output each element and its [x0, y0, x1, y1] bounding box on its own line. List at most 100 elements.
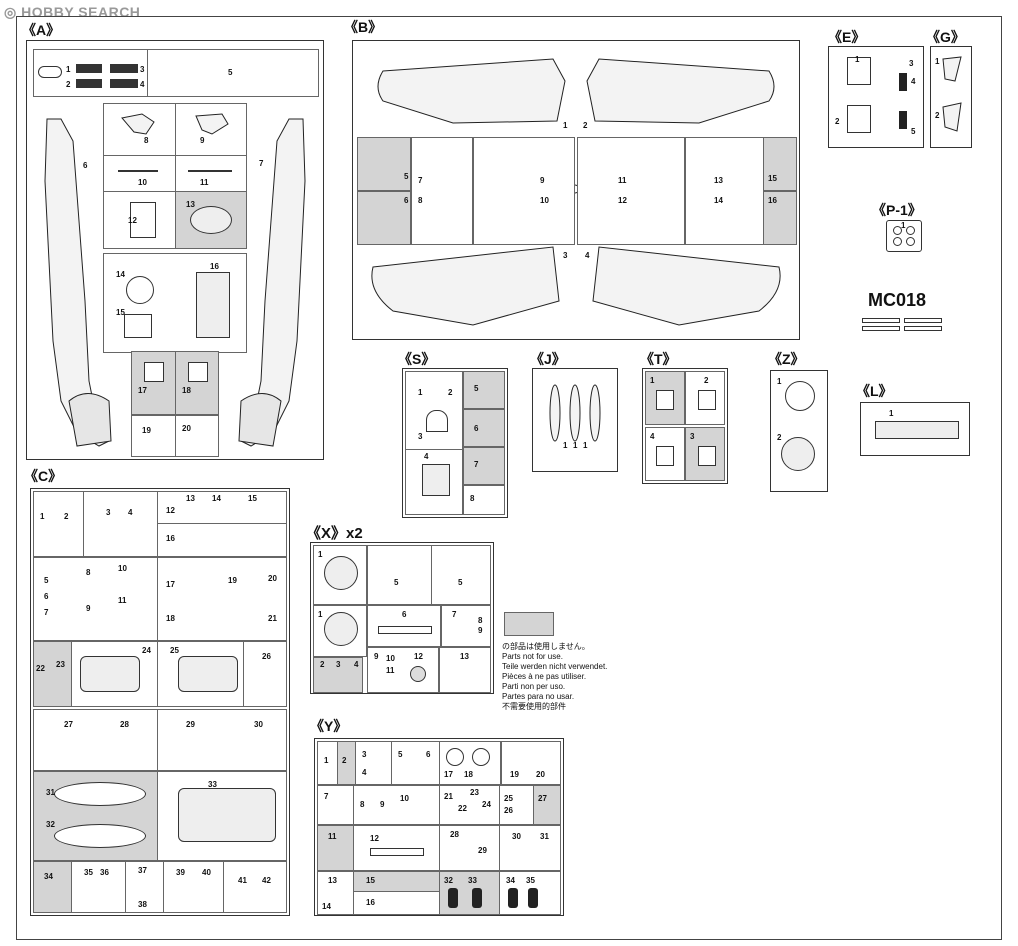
part-number: 7	[259, 159, 264, 168]
part-number: 7	[474, 460, 479, 469]
part-number: 5	[398, 750, 403, 759]
legend-line-zh: 不需要使用的部件	[502, 702, 566, 711]
part-number: 4	[362, 768, 367, 777]
part-number: 20	[268, 574, 277, 583]
part-number: 39	[176, 868, 185, 877]
sprue-c-cell-29-30: 29 30	[157, 709, 287, 771]
part-number: 28	[450, 830, 459, 839]
part-number: 18	[464, 770, 473, 779]
part-number: 7	[418, 176, 423, 185]
sprue-b: 1 2 3 4 5 6 7 8 9 10 11 12 13 14 15 16	[352, 40, 800, 340]
part-number: 1	[650, 376, 655, 385]
sprue-y-cell-5-6: 5 6	[391, 741, 441, 785]
part-number: 21	[444, 792, 453, 801]
part-number: 5	[458, 578, 463, 587]
sprue-b-label: 《B》	[344, 19, 383, 35]
sprue-y-label: 《Y》	[310, 718, 348, 734]
part-number: 37	[138, 866, 147, 875]
part-number: 5	[228, 68, 233, 77]
sprue-y-cell-16: 16	[353, 891, 441, 915]
part-number: 20	[182, 424, 191, 433]
sprue-b-cell-13-14: 13 14	[685, 137, 765, 245]
part-number: 3	[690, 432, 695, 441]
part-number: 16	[366, 898, 375, 907]
part-number: 8	[144, 136, 149, 145]
part-number: 3	[140, 65, 145, 74]
part-number: 35	[526, 876, 535, 885]
sprue-a-cell-18: 18	[175, 351, 219, 415]
part-number: 10	[118, 564, 127, 573]
part-number: 13	[186, 494, 195, 503]
sprue-y-cell-30-31: 30 31	[499, 825, 561, 871]
part-number: 11	[200, 178, 209, 187]
part-number: 3	[563, 251, 568, 260]
part-number: 36	[100, 868, 109, 877]
legend-swatch	[504, 612, 554, 636]
sprue-c-cell-12-15: 12 13 14 15	[157, 491, 287, 525]
sprue-e-label: 《E》	[828, 29, 866, 45]
sprue-y-cell-7: 7	[317, 785, 355, 825]
part-number: 19	[510, 770, 519, 779]
sprue-c-cell-17-21: 17 18 19 20 21	[157, 557, 287, 641]
part-number: 2	[704, 376, 709, 385]
sprue-a-cell-10: 10	[103, 155, 177, 193]
sprue-e: 1 2 3 4 5	[828, 46, 924, 148]
part-number: 1	[563, 121, 568, 130]
sprue-s-cell-4: 4	[405, 449, 463, 515]
mc-code: MC018	[868, 290, 927, 310]
sprue-a-cell-1-2: 1 2 3 4	[33, 49, 149, 97]
sprue-l: 1	[860, 402, 970, 456]
part-number: 2	[64, 512, 69, 521]
part-number: 1	[901, 221, 906, 230]
sprue-y-cell-32-33: 32 33	[439, 871, 501, 915]
sprue-a-cell-11: 11	[175, 155, 247, 193]
sprue-y-cell-15: 15	[353, 871, 441, 893]
part-number: 2	[935, 111, 940, 120]
sprue-a-cell-9: 9	[175, 103, 247, 157]
part-number: 1	[583, 441, 588, 450]
legend-line-es: Partes para no usar.	[502, 692, 575, 701]
part-number: 15	[116, 308, 125, 317]
mc-strip	[862, 326, 900, 331]
sprue-g: 1 2	[930, 46, 972, 148]
part-number: 19	[228, 576, 237, 585]
part-number: 23	[470, 788, 479, 797]
sprue-y-cell-27: 27	[533, 785, 561, 825]
sprue-y-cell-1: 1	[317, 741, 339, 785]
part-number: 33	[208, 780, 217, 789]
part-number: 16	[210, 262, 219, 271]
part-number: 10	[138, 178, 147, 187]
part-number: 14	[714, 196, 723, 205]
sprue-x-cell-1a: 1	[313, 545, 367, 605]
sprue-j: 1 1 1	[532, 368, 618, 472]
part-number: 2	[320, 660, 325, 669]
sprue-s: 1 2 3 4 5 6 7 8	[402, 368, 508, 518]
part-number: 1	[66, 65, 71, 74]
part-number: 14	[322, 902, 331, 911]
sprue-a-cell-17: 17	[131, 351, 177, 415]
sprue-c-cell-31-32: 31 32	[33, 771, 159, 861]
sprue-g-label: 《G》	[926, 29, 965, 45]
sprue-y: 1 2 3 4 5 6 17 18 19 20 7 8 9 10 21 22 2…	[314, 738, 564, 916]
sprue-b-cell-16: 16	[763, 191, 797, 245]
legend-line-fr: Pièces à ne pas utiliser.	[502, 672, 587, 681]
part-number: 7	[324, 792, 329, 801]
sprue-s-cell-7: 7	[463, 447, 505, 485]
part-number: 1	[777, 377, 782, 386]
part-number: 20	[536, 770, 545, 779]
part-number: 32	[46, 820, 55, 829]
part-number: 26	[262, 652, 271, 661]
sprue-c-cell-35-36: 35 36	[71, 861, 127, 913]
part-number: 4	[650, 432, 655, 441]
part-number: 9	[478, 626, 483, 635]
part-number: 28	[120, 720, 129, 729]
wing-parts-drawing	[371, 58, 781, 326]
part-number: 35	[84, 868, 93, 877]
sprue-a-cell-8: 8	[103, 103, 177, 157]
part-number: 41	[238, 876, 247, 885]
part-number: 10	[540, 196, 549, 205]
sprue-y-cell-12: 12	[353, 825, 441, 871]
sprue-a-cell-5: 5	[147, 49, 319, 97]
sprue-b-cell-5: 5	[357, 137, 411, 191]
part-number: 34	[506, 876, 515, 885]
